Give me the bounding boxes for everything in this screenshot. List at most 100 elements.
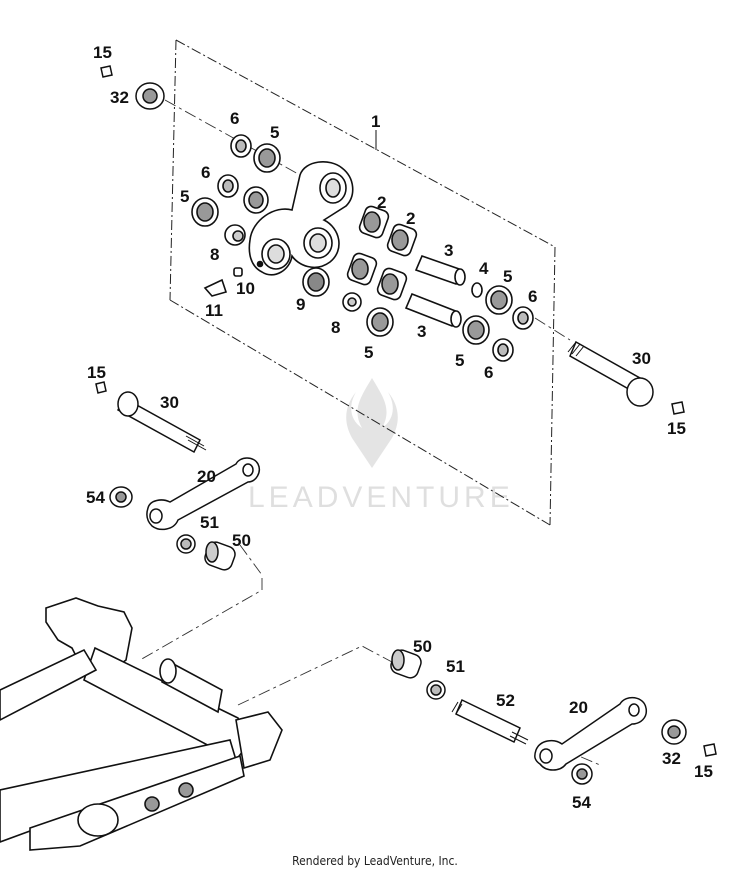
callout-5-e: 5 (455, 351, 464, 370)
frame-arm-upper (0, 648, 98, 721)
bushing-50a (204, 541, 236, 571)
axle-bolt-30-right (567, 340, 685, 415)
assembly-box (169, 39, 556, 526)
callout-8-b: 8 (331, 318, 340, 337)
footer-credit: Rendered by LeadVenture, Inc. (292, 854, 458, 868)
rocker-assembly (191, 134, 534, 362)
callout-30-right: 30 (632, 349, 651, 368)
watermark: LEADVENTURE (248, 378, 514, 514)
axle-bolt-30-left (95, 381, 207, 454)
sleeve-3b (404, 292, 462, 328)
frame-bolt-2 (178, 782, 194, 798)
callout-51-right: 51 (446, 657, 465, 676)
bushing-5d (366, 307, 394, 337)
bolt-thread (567, 341, 585, 357)
nut-54a (109, 486, 133, 508)
bushing-50b (390, 649, 422, 679)
grease-hole (256, 260, 264, 268)
frame-bolt-1 (144, 796, 160, 812)
needle-bearing-2a (358, 205, 390, 239)
callout-54-left: 54 (86, 488, 105, 507)
cap-15d (703, 743, 717, 757)
callout-15-top-left: 15 (93, 43, 112, 62)
callout-50-right: 50 (413, 637, 432, 656)
callout-20-left: 20 (197, 467, 216, 486)
callout-50-left: 50 (232, 531, 251, 550)
sleeve-3a (414, 254, 466, 286)
callout-5-d: 5 (364, 343, 373, 362)
centerline-frame-left (139, 578, 263, 661)
box-edge-bottom (169, 299, 551, 526)
hardware-bottom-right (390, 649, 717, 785)
callout-5-c: 5 (503, 267, 512, 286)
cap-11 (203, 278, 228, 297)
centerline-top (164, 99, 301, 176)
callout-1: 1 (371, 112, 380, 131)
pull-rod-20-left (109, 457, 260, 571)
frame-clamp-right (235, 711, 283, 770)
callout-15-left: 15 (87, 363, 106, 382)
cap-15b (671, 401, 685, 415)
nut-32b (661, 719, 687, 745)
rocker-eye-mid-inner (309, 233, 327, 253)
cap-8a (224, 224, 246, 246)
centerline-right (534, 317, 571, 341)
needle-bearing-2b (386, 223, 418, 257)
callout-32-right: 32 (662, 749, 681, 768)
callout-20-right: 20 (569, 698, 588, 717)
frame-pivot-lug (77, 803, 119, 837)
centerline-rod-left (239, 544, 263, 576)
bearing-9 (302, 267, 330, 297)
box-edge-right (549, 246, 556, 526)
callout-30-left: 30 (160, 393, 179, 412)
ring-51b (426, 680, 446, 700)
callout-51-left: 51 (200, 513, 219, 532)
seal-6d (492, 338, 514, 362)
bushing-5e (462, 315, 490, 345)
callout-52: 52 (496, 691, 515, 710)
callout-5-a: 5 (270, 123, 279, 142)
callout-2-b: 2 (406, 209, 415, 228)
callout-15-bottom-right: 15 (694, 762, 713, 781)
box-edge-left (169, 39, 177, 301)
callout-54-right: 54 (572, 793, 591, 812)
cap-15c (95, 381, 107, 394)
needle-bearing-2d (376, 267, 408, 301)
frame-boss-end (159, 658, 177, 684)
callout-5-b: 5 (180, 187, 189, 206)
callout-6-c: 6 (528, 287, 537, 306)
callout-15-right: 15 (667, 419, 686, 438)
callout-9: 9 (296, 295, 305, 314)
swingarm-frame (0, 597, 283, 851)
grease-nipple-10 (233, 267, 243, 277)
ring-4 (471, 282, 483, 298)
seal-6c (512, 306, 534, 330)
bushing-5b2 (243, 186, 269, 214)
nut-54b (571, 763, 593, 785)
needle-bearing-2c (346, 252, 378, 286)
callout-6-a: 6 (230, 109, 239, 128)
watermark-text: LEADVENTURE (248, 481, 514, 514)
pin-52 (451, 698, 529, 745)
cap-15a (100, 65, 113, 78)
bushing-5b (191, 197, 219, 227)
nut-32a (135, 82, 165, 110)
callout-6-d: 6 (484, 363, 493, 382)
bushing-5c (485, 285, 513, 315)
pull-rod-20-right (534, 696, 648, 771)
rocker-eye-left-inner (267, 244, 285, 264)
callout-3-a: 3 (444, 241, 453, 260)
callout-4: 4 (479, 259, 489, 278)
callout-3-b: 3 (417, 322, 426, 341)
callout-8-a: 8 (210, 245, 219, 264)
seal-6b (217, 174, 239, 198)
callout-11: 11 (205, 301, 223, 320)
watermark-flame-icon (346, 378, 398, 468)
callout-6-b: 6 (201, 163, 210, 182)
centerline-frame-right (237, 645, 393, 706)
callouts: 15 32 1 6 5 6 5 2 2 8 3 4 5 6 10 11 9 8 … (86, 43, 713, 812)
rocker-eye-top-inner (325, 178, 341, 198)
seal-6a (230, 134, 252, 158)
cap-8b (342, 292, 362, 312)
